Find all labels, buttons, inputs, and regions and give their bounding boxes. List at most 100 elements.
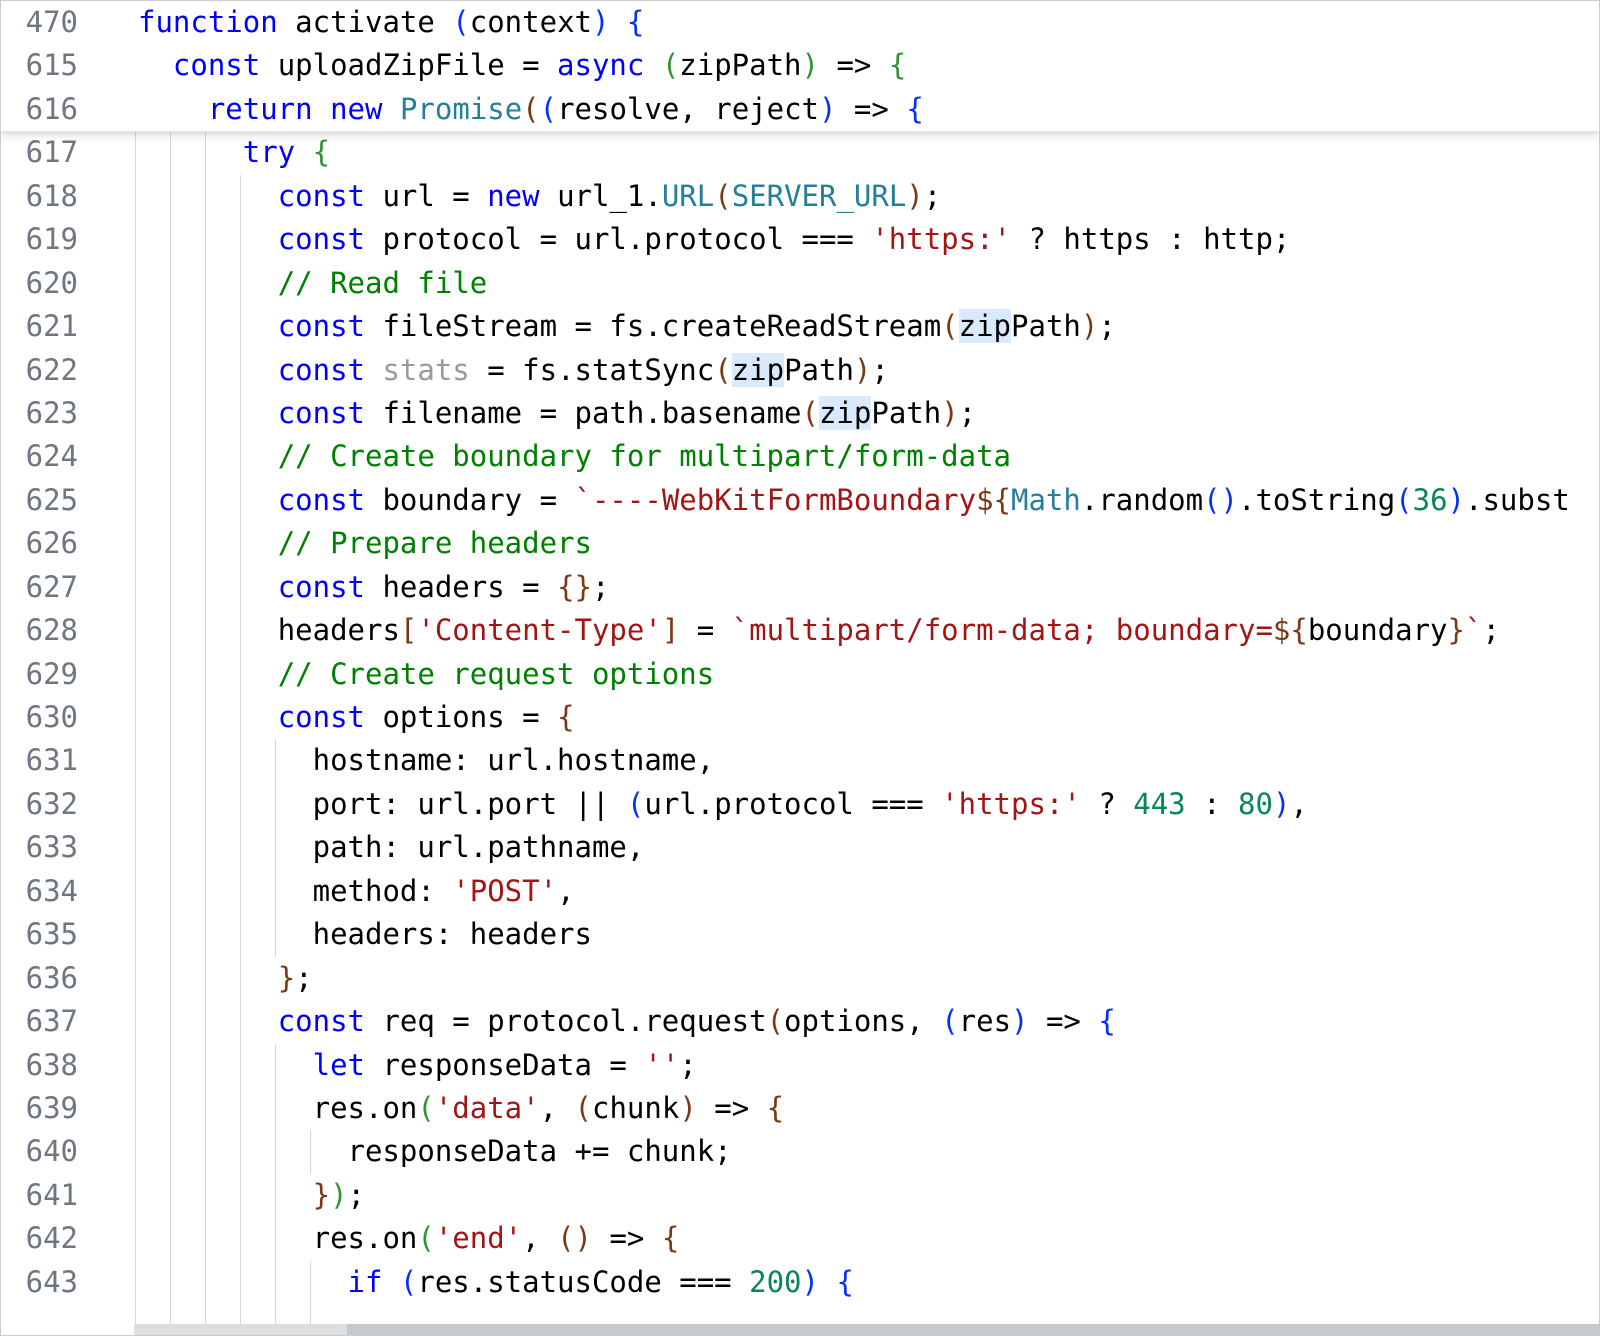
indent-guide [204, 913, 206, 957]
code-token: path: url.pathname, [312, 830, 645, 865]
line-number[interactable]: 643 [25, 1264, 78, 1299]
line-number[interactable]: 642 [25, 1221, 78, 1256]
indent-guide [169, 826, 171, 870]
code-line[interactable]: 629 // Create request options [1, 652, 1599, 697]
code-line[interactable]: 627 const headers = {}; [1, 565, 1599, 610]
indent-guide [169, 1304, 171, 1326]
line-number[interactable]: 631 [25, 743, 78, 778]
code-line[interactable]: 628 headers['Content-Type'] = `multipart… [1, 609, 1599, 653]
code-line[interactable]: 632 port: url.port || (url.protocol === … [1, 782, 1599, 827]
code-line[interactable]: 618 const url = new url_1.URL(SERVER_URL… [1, 174, 1599, 219]
line-number[interactable]: 634 [25, 873, 78, 908]
code-line[interactable]: 641 }); [1, 1173, 1599, 1218]
code-token: Path [784, 352, 854, 387]
code-line[interactable]: 625 const boundary = `----WebKitFormBoun… [1, 478, 1599, 523]
indent-guide [169, 913, 171, 957]
code-token: headers [277, 613, 400, 648]
line-number[interactable]: 630 [25, 700, 78, 735]
code-token: ( [539, 91, 558, 126]
code-line[interactable]: 639 res.on('data', (chunk) => { [1, 1086, 1599, 1131]
line-number[interactable]: 616 [25, 91, 78, 126]
code-line[interactable]: 631 hostname: url.hostname, [1, 739, 1599, 783]
code-line[interactable]: 619 const protocol = url.protocol === 'h… [1, 218, 1599, 262]
code-token: ( [801, 395, 819, 430]
line-number[interactable]: 617 [25, 135, 78, 170]
sticky-line[interactable]: 616 return new Promise((resolve, reject)… [1, 88, 1599, 131]
code-token: 'POST' [452, 873, 558, 908]
code-line[interactable]: 643 if (res.statusCode === 200) { [1, 1260, 1599, 1305]
code-line[interactable]: 621 const fileStream = fs.createReadStre… [1, 305, 1599, 349]
code-text: const protocol = url.protocol === 'https… [138, 218, 1291, 261]
code-text: }; [138, 957, 313, 1000]
code-line[interactable]: 620 // Read file [1, 261, 1599, 306]
indent-guide [239, 1217, 241, 1261]
code-token: .toString [1238, 482, 1396, 517]
sticky-line[interactable]: 615 const uploadZipFile = async (zipPath… [1, 44, 1599, 87]
indent-guide [239, 348, 241, 392]
code-token: , [1290, 786, 1308, 821]
line-number[interactable]: 621 [25, 309, 78, 344]
line-number[interactable]: 618 [25, 178, 78, 213]
line-number[interactable]: 615 [25, 48, 78, 83]
indent-guide [204, 478, 206, 523]
code-token: const [277, 178, 365, 213]
code-line[interactable]: 634 method: 'POST', [1, 869, 1599, 914]
line-number[interactable]: 627 [25, 569, 78, 604]
code-token: [ [399, 613, 418, 648]
code-line[interactable]: 623 const filename = path.basename(zipPa… [1, 391, 1599, 436]
line-number[interactable]: 638 [25, 1047, 78, 1082]
code-token: = fs.statSync [469, 352, 715, 387]
code-token: ( [417, 1090, 435, 1125]
indent-guide [135, 869, 136, 914]
code-text: if (res.statusCode === 200) { [138, 1261, 854, 1304]
indent-guide [169, 218, 171, 262]
code-token: ) [591, 5, 610, 39]
code-token: = [679, 613, 732, 648]
line-number[interactable]: 628 [25, 613, 78, 648]
horizontal-scrollbar-thumb[interactable] [347, 1324, 1599, 1335]
code-line[interactable]: 636 }; [1, 956, 1599, 1001]
line-number[interactable]: 632 [25, 786, 78, 821]
code-line[interactable]: 635 headers: headers [1, 913, 1599, 957]
code-line[interactable]: 633 path: url.pathname, [1, 826, 1599, 870]
code-token: { [557, 569, 575, 604]
line-number[interactable]: 623 [25, 395, 78, 430]
indent-guide [169, 739, 171, 783]
code-token: .random [1080, 482, 1204, 517]
code-token: { [766, 1090, 785, 1125]
line-number[interactable]: 620 [25, 265, 78, 300]
code-line[interactable]: 624 // Create boundary for multipart/for… [1, 435, 1599, 479]
code-line[interactable]: 622 const stats = fs.statSync(zipPath); [1, 348, 1599, 392]
code-token: options, [784, 1004, 942, 1039]
code-line[interactable]: 617 try { [1, 131, 1599, 175]
line-number[interactable]: 629 [25, 656, 78, 691]
code-line[interactable]: 630 const options = { [1, 696, 1599, 740]
code-line[interactable] [1, 1304, 1599, 1326]
code-line[interactable]: 637 const req = protocol.request(options… [1, 1000, 1599, 1044]
code-line[interactable]: 642 res.on('end', () => { [1, 1217, 1599, 1261]
line-number[interactable]: 626 [25, 526, 78, 561]
indent-guide [274, 1173, 276, 1218]
line-number[interactable]: 637 [25, 1004, 78, 1039]
code-token: ) [1220, 482, 1239, 517]
code-line[interactable]: 626 // Prepare headers [1, 522, 1599, 566]
line-number[interactable]: 625 [25, 482, 78, 517]
line-number[interactable]: 624 [25, 439, 78, 474]
line-number[interactable]: 470 [25, 5, 78, 39]
code-line[interactable]: 640 responseData += chunk; [1, 1130, 1599, 1174]
line-number[interactable]: 619 [25, 222, 78, 257]
indent-guide [274, 1304, 276, 1326]
line-number[interactable]: 633 [25, 830, 78, 865]
line-number[interactable]: 636 [25, 960, 78, 995]
indent-guide [169, 1173, 171, 1218]
line-number[interactable]: 640 [25, 1134, 78, 1169]
line-number[interactable]: 639 [25, 1090, 78, 1125]
code-token: ) [941, 395, 959, 430]
indent-guide [169, 174, 171, 219]
line-number[interactable]: 635 [25, 917, 78, 952]
line-number[interactable]: 641 [25, 1177, 78, 1212]
line-number[interactable]: 622 [25, 352, 78, 387]
code-line[interactable]: 638 let responseData = ''; [1, 1043, 1599, 1087]
